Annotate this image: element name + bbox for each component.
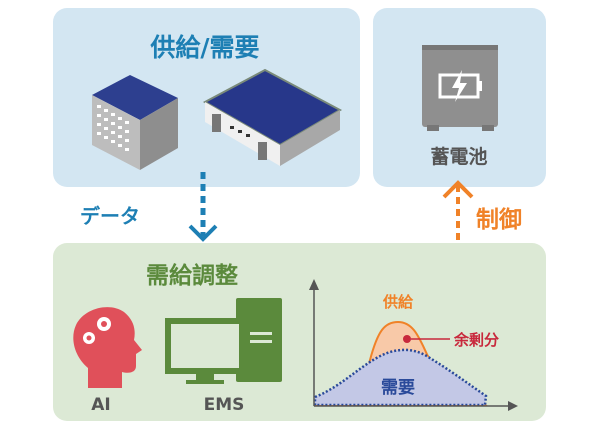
battery-label: 蓄電池 bbox=[430, 145, 487, 168]
battery-icon bbox=[422, 45, 498, 131]
supply-demand-adjustment-box: 需給調整 AI EMS 供給 余剰分 bbox=[53, 243, 546, 421]
demand-label: 需要 bbox=[381, 378, 415, 398]
supply-demand-box: 供給/需要 bbox=[53, 8, 360, 187]
adjustment-title: 需給調整 bbox=[146, 262, 238, 289]
data-arrow bbox=[188, 172, 218, 242]
data-label: データ bbox=[80, 204, 140, 228]
control-arrow bbox=[442, 180, 474, 243]
ai-label: AI bbox=[91, 395, 110, 415]
surplus-label: 余剰分 bbox=[453, 331, 499, 349]
battery-box: 蓄電池 bbox=[373, 8, 546, 187]
ems-computer-icon bbox=[165, 298, 282, 384]
factory-building-icon bbox=[202, 68, 343, 166]
ai-brain-icon bbox=[73, 307, 142, 388]
office-building-icon bbox=[92, 75, 178, 170]
supply-demand-curve-chart: 供給 余剰分 需要 bbox=[309, 279, 518, 411]
supply-demand-title: 供給/需要 bbox=[149, 33, 259, 62]
supply-label: 供給 bbox=[382, 293, 414, 311]
control-label: 制御 bbox=[476, 206, 522, 233]
ems-label: EMS bbox=[204, 395, 245, 415]
surplus-marker bbox=[403, 335, 411, 343]
demand-area bbox=[313, 348, 488, 407]
